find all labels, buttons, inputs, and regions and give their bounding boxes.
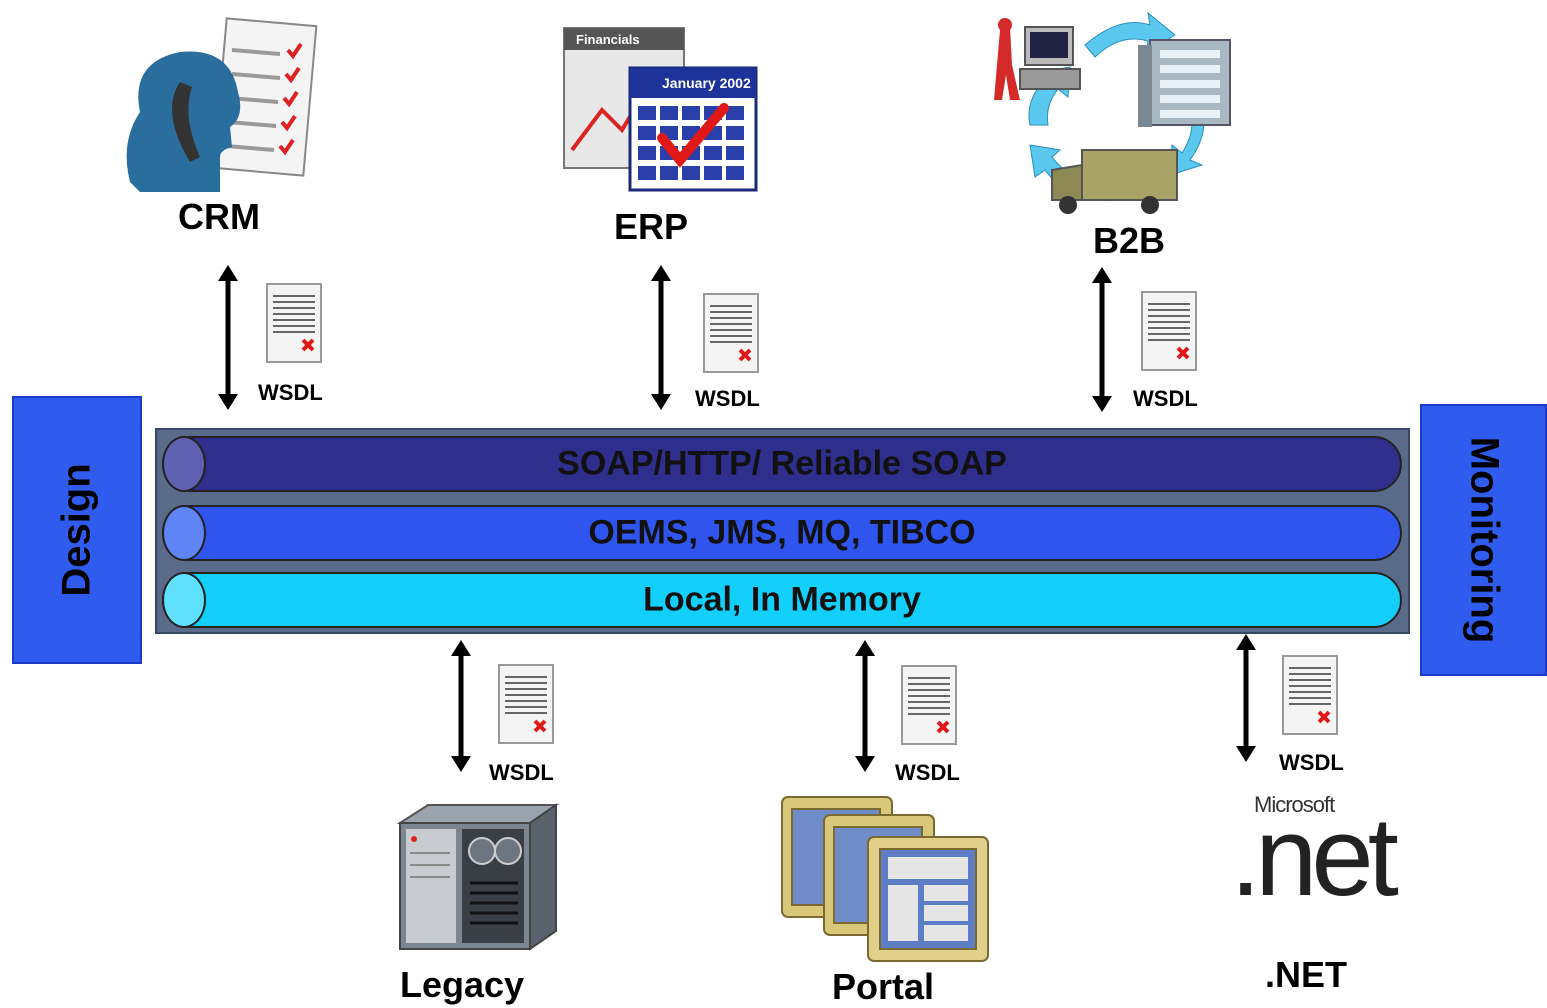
crm-double-arrow xyxy=(218,265,238,410)
bus-layer-soap: SOAP/HTTP/ Reliable SOAP xyxy=(162,436,1402,492)
wsdl-label: WSDL xyxy=(1133,386,1198,411)
portal-label: Portal xyxy=(832,966,935,1007)
wsdl-document-icon xyxy=(703,293,759,373)
wsdl-document-icon xyxy=(266,283,322,363)
wsdl-label: WSDL xyxy=(258,380,323,405)
monitoring-label: Monitoring xyxy=(1462,436,1506,644)
portal-icon xyxy=(781,796,989,962)
dotnet-logo-icon: Microsoft .net xyxy=(1230,792,1420,922)
design-label: Design xyxy=(54,463,99,597)
erp-icon: Financials January 2002 xyxy=(563,27,758,192)
monitoring-box: Monitoring xyxy=(1420,404,1547,676)
wsdl-document-icon xyxy=(1141,291,1197,371)
net-double-arrow xyxy=(1236,634,1256,762)
wsdl-document-icon xyxy=(901,665,957,745)
net-label: .NET xyxy=(1265,954,1348,995)
crm-label: CRM xyxy=(178,196,260,237)
wsdl-document-icon xyxy=(498,664,554,744)
b2b-double-arrow xyxy=(1092,267,1112,412)
legacy-double-arrow xyxy=(451,640,471,772)
wsdl-label: WSDL xyxy=(695,386,760,411)
bus-layer-local: Local, In Memory xyxy=(162,572,1402,628)
wsdl-label: WSDL xyxy=(1279,750,1344,775)
erp-double-arrow xyxy=(651,265,671,410)
pipe-cap xyxy=(162,572,206,628)
erp-financials-text: Financials xyxy=(576,32,640,47)
bus-layer-soap-label: SOAP/HTTP/ Reliable SOAP xyxy=(557,444,1007,483)
crm-icon xyxy=(126,17,318,192)
b2b-icon xyxy=(994,11,1231,214)
bus-layer-local-label: Local, In Memory xyxy=(643,580,921,619)
dotnet-text: .net xyxy=(1230,794,1399,919)
pipe-cap xyxy=(162,505,206,561)
b2b-label: B2B xyxy=(1093,220,1166,261)
design-box: Design xyxy=(12,396,142,664)
wsdl-label: WSDL xyxy=(489,760,554,785)
microsoft-text: Microsoft xyxy=(1254,792,1335,817)
portal-double-arrow xyxy=(855,640,875,772)
wsdl-label: WSDL xyxy=(895,760,960,785)
bus-layer-messaging-label: OEMS, JMS, MQ, TIBCO xyxy=(588,513,976,552)
erp-calendar-text: January 2002 xyxy=(662,75,751,91)
legacy-server-icon xyxy=(396,803,560,951)
bus-layer-messaging: OEMS, JMS, MQ, TIBCO xyxy=(162,505,1402,561)
wsdl-document-icon xyxy=(1282,655,1338,735)
pipe-cap xyxy=(162,436,206,492)
legacy-label: Legacy xyxy=(400,964,525,1005)
erp-label: ERP xyxy=(614,206,689,247)
